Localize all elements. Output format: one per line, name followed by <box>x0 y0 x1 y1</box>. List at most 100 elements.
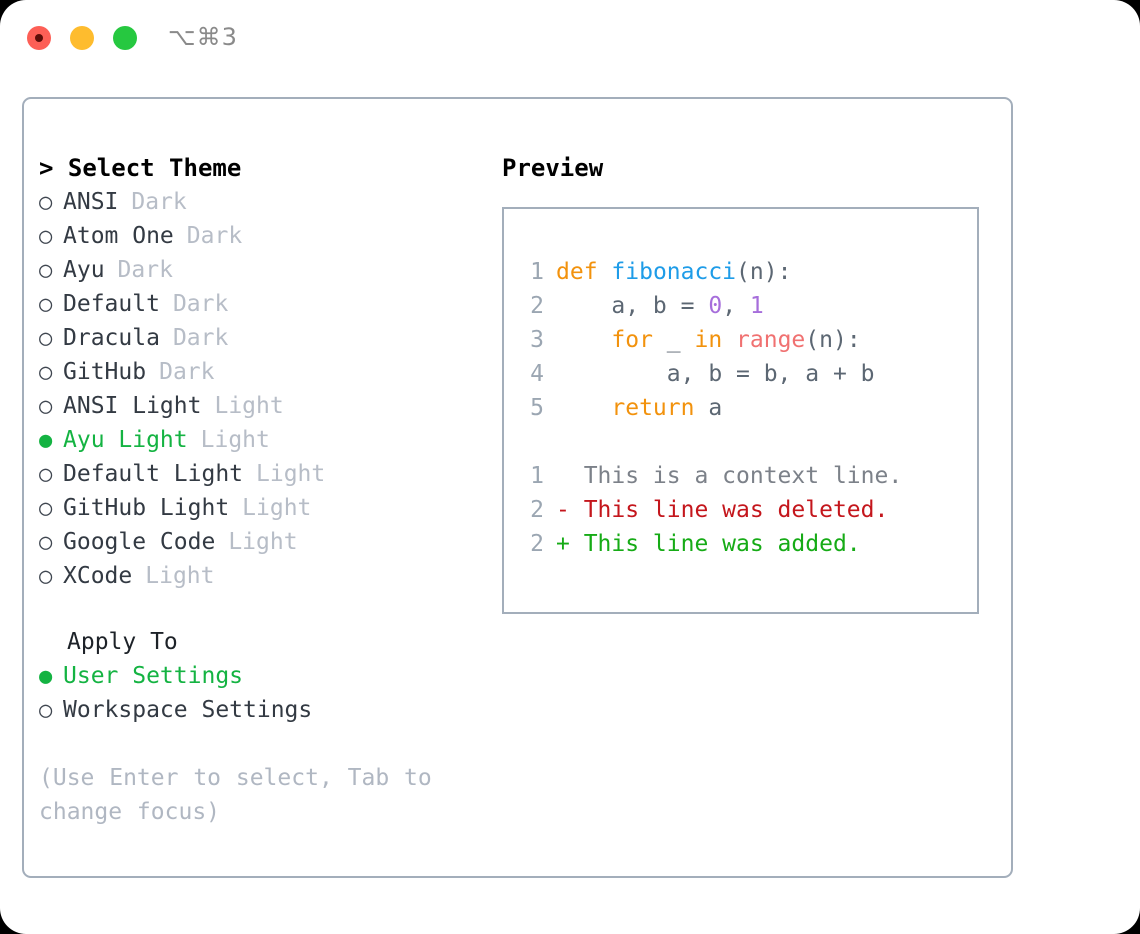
code-token: a, b = b, a + b <box>556 361 875 387</box>
apply-to-label: Apply To <box>67 629 178 655</box>
code-token: 0 <box>708 293 723 319</box>
radio-empty-icon: ○ <box>39 326 53 351</box>
theme-option-label: Default <box>63 291 160 317</box>
diff-line-number: 2 <box>530 531 544 557</box>
radio-empty-icon: ○ <box>39 530 53 555</box>
keyboard-shortcut-label: ⌥⌘3 <box>168 23 238 51</box>
theme-variant-tag: Light <box>256 461 326 487</box>
theme-variant-tag: Light <box>145 563 215 589</box>
theme-variant-tag: Dark <box>186 223 243 249</box>
code-token <box>556 327 611 353</box>
theme-option-label: GitHub Light <box>63 495 230 521</box>
code-line-number: 4 <box>530 361 544 387</box>
apply-to-list[interactable]: ● User Settings ○ Workspace Settings <box>39 659 479 727</box>
code-token: a <box>694 395 723 421</box>
code-token: (n): <box>736 259 792 285</box>
diff-line: 1 This is a context line. <box>518 459 977 493</box>
radio-selected-icon: ● <box>39 428 53 453</box>
code-line-number: 3 <box>530 327 544 353</box>
code-token: def <box>556 259 598 285</box>
code-token: 1 <box>749 293 764 319</box>
diff-line-number: 1 <box>530 463 544 489</box>
theme-variant-tag: Dark <box>159 359 215 385</box>
code-token: for <box>611 327 653 353</box>
theme-option-label: Default Light <box>63 461 244 487</box>
theme-option-label: GitHub <box>63 359 147 385</box>
theme-variant-tag: Light <box>214 393 284 419</box>
apply-to-option-label: Workspace Settings <box>63 697 313 723</box>
window-titlebar: ⌥⌘3 <box>0 0 1140 78</box>
code-line-content: a, b = b, a + b <box>556 357 875 391</box>
minimize-button[interactable] <box>70 26 94 50</box>
code-line: 4 a, b = b, a + b <box>518 357 977 391</box>
diff-line: 2 + This line was added. <box>518 527 977 561</box>
code-token: (n): <box>805 327 861 353</box>
code-line-number: 5 <box>530 395 544 421</box>
theme-option[interactable]: ○ GitHub Dark <box>39 355 479 389</box>
radio-empty-icon: ○ <box>39 360 53 385</box>
theme-option-label: Ayu Light <box>63 427 188 453</box>
radio-empty-icon: ○ <box>39 496 53 521</box>
theme-option-label: Dracula <box>63 325 160 351</box>
theme-option[interactable]: ○ GitHub Light Light <box>39 491 479 525</box>
theme-option[interactable]: ○ Dracula Dark <box>39 321 479 355</box>
code-line-content: for _ in range(n): <box>556 323 861 357</box>
diff-line-content: - This line was deleted. <box>556 497 889 523</box>
apply-to-option[interactable]: ● User Settings <box>39 659 479 693</box>
code-token: _ <box>652 327 695 353</box>
code-token: range <box>736 327 806 353</box>
code-token <box>556 395 611 421</box>
code-token: return <box>611 395 695 421</box>
theme-option[interactable]: ● Ayu Light Light <box>39 423 479 457</box>
theme-variant-tag: Dark <box>131 189 187 215</box>
theme-variant-tag: Light <box>228 529 298 555</box>
diff-line-content: This is a context line. <box>556 463 903 489</box>
code-line: 1 def fibonacci(n): <box>518 255 977 289</box>
code-line: 5 return a <box>518 391 977 425</box>
code-line-number: 2 <box>530 293 544 319</box>
apply-to-option[interactable]: ○ Workspace Settings <box>39 693 479 727</box>
theme-variant-tag: Dark <box>172 325 229 351</box>
code-token <box>598 259 612 285</box>
code-line: 2 a, b = 0, 1 <box>518 289 977 323</box>
maximize-button[interactable] <box>113 26 137 50</box>
radio-empty-icon: ○ <box>39 258 53 283</box>
code-line-number: 1 <box>530 259 544 285</box>
prompt-caret-icon: > <box>39 154 54 182</box>
page-title: > Select Theme <box>39 151 479 185</box>
radio-empty-icon: ○ <box>39 698 53 723</box>
radio-empty-icon: ○ <box>39 564 53 589</box>
theme-option[interactable]: ○ Default Light Light <box>39 457 479 491</box>
code-token <box>722 327 736 353</box>
code-token: in <box>694 327 723 353</box>
diff-sample: 1 This is a context line. 2 - This line wa… <box>518 459 977 561</box>
close-button[interactable] <box>27 26 51 50</box>
apply-to-option-label: User Settings <box>63 663 244 689</box>
code-line: 3 for _ in range(n): <box>518 323 977 357</box>
code-line-content: def fibonacci(n): <box>556 255 791 289</box>
theme-variant-tag: Light <box>200 427 270 453</box>
window-controls <box>27 26 137 50</box>
radio-empty-icon: ○ <box>39 462 53 487</box>
code-line-content: return a <box>556 391 722 425</box>
radio-empty-icon: ○ <box>39 190 53 215</box>
diff-line-content: + This line was added. <box>556 531 861 557</box>
code-token: , <box>722 293 750 319</box>
theme-variant-tag: Light <box>242 495 312 521</box>
radio-selected-icon: ● <box>39 664 53 689</box>
diff-line-number: 2 <box>530 497 544 523</box>
page-title-text: Select Theme <box>67 154 242 182</box>
theme-option-label: ANSI Light <box>63 393 202 419</box>
theme-option-label: Ayu <box>63 257 105 283</box>
